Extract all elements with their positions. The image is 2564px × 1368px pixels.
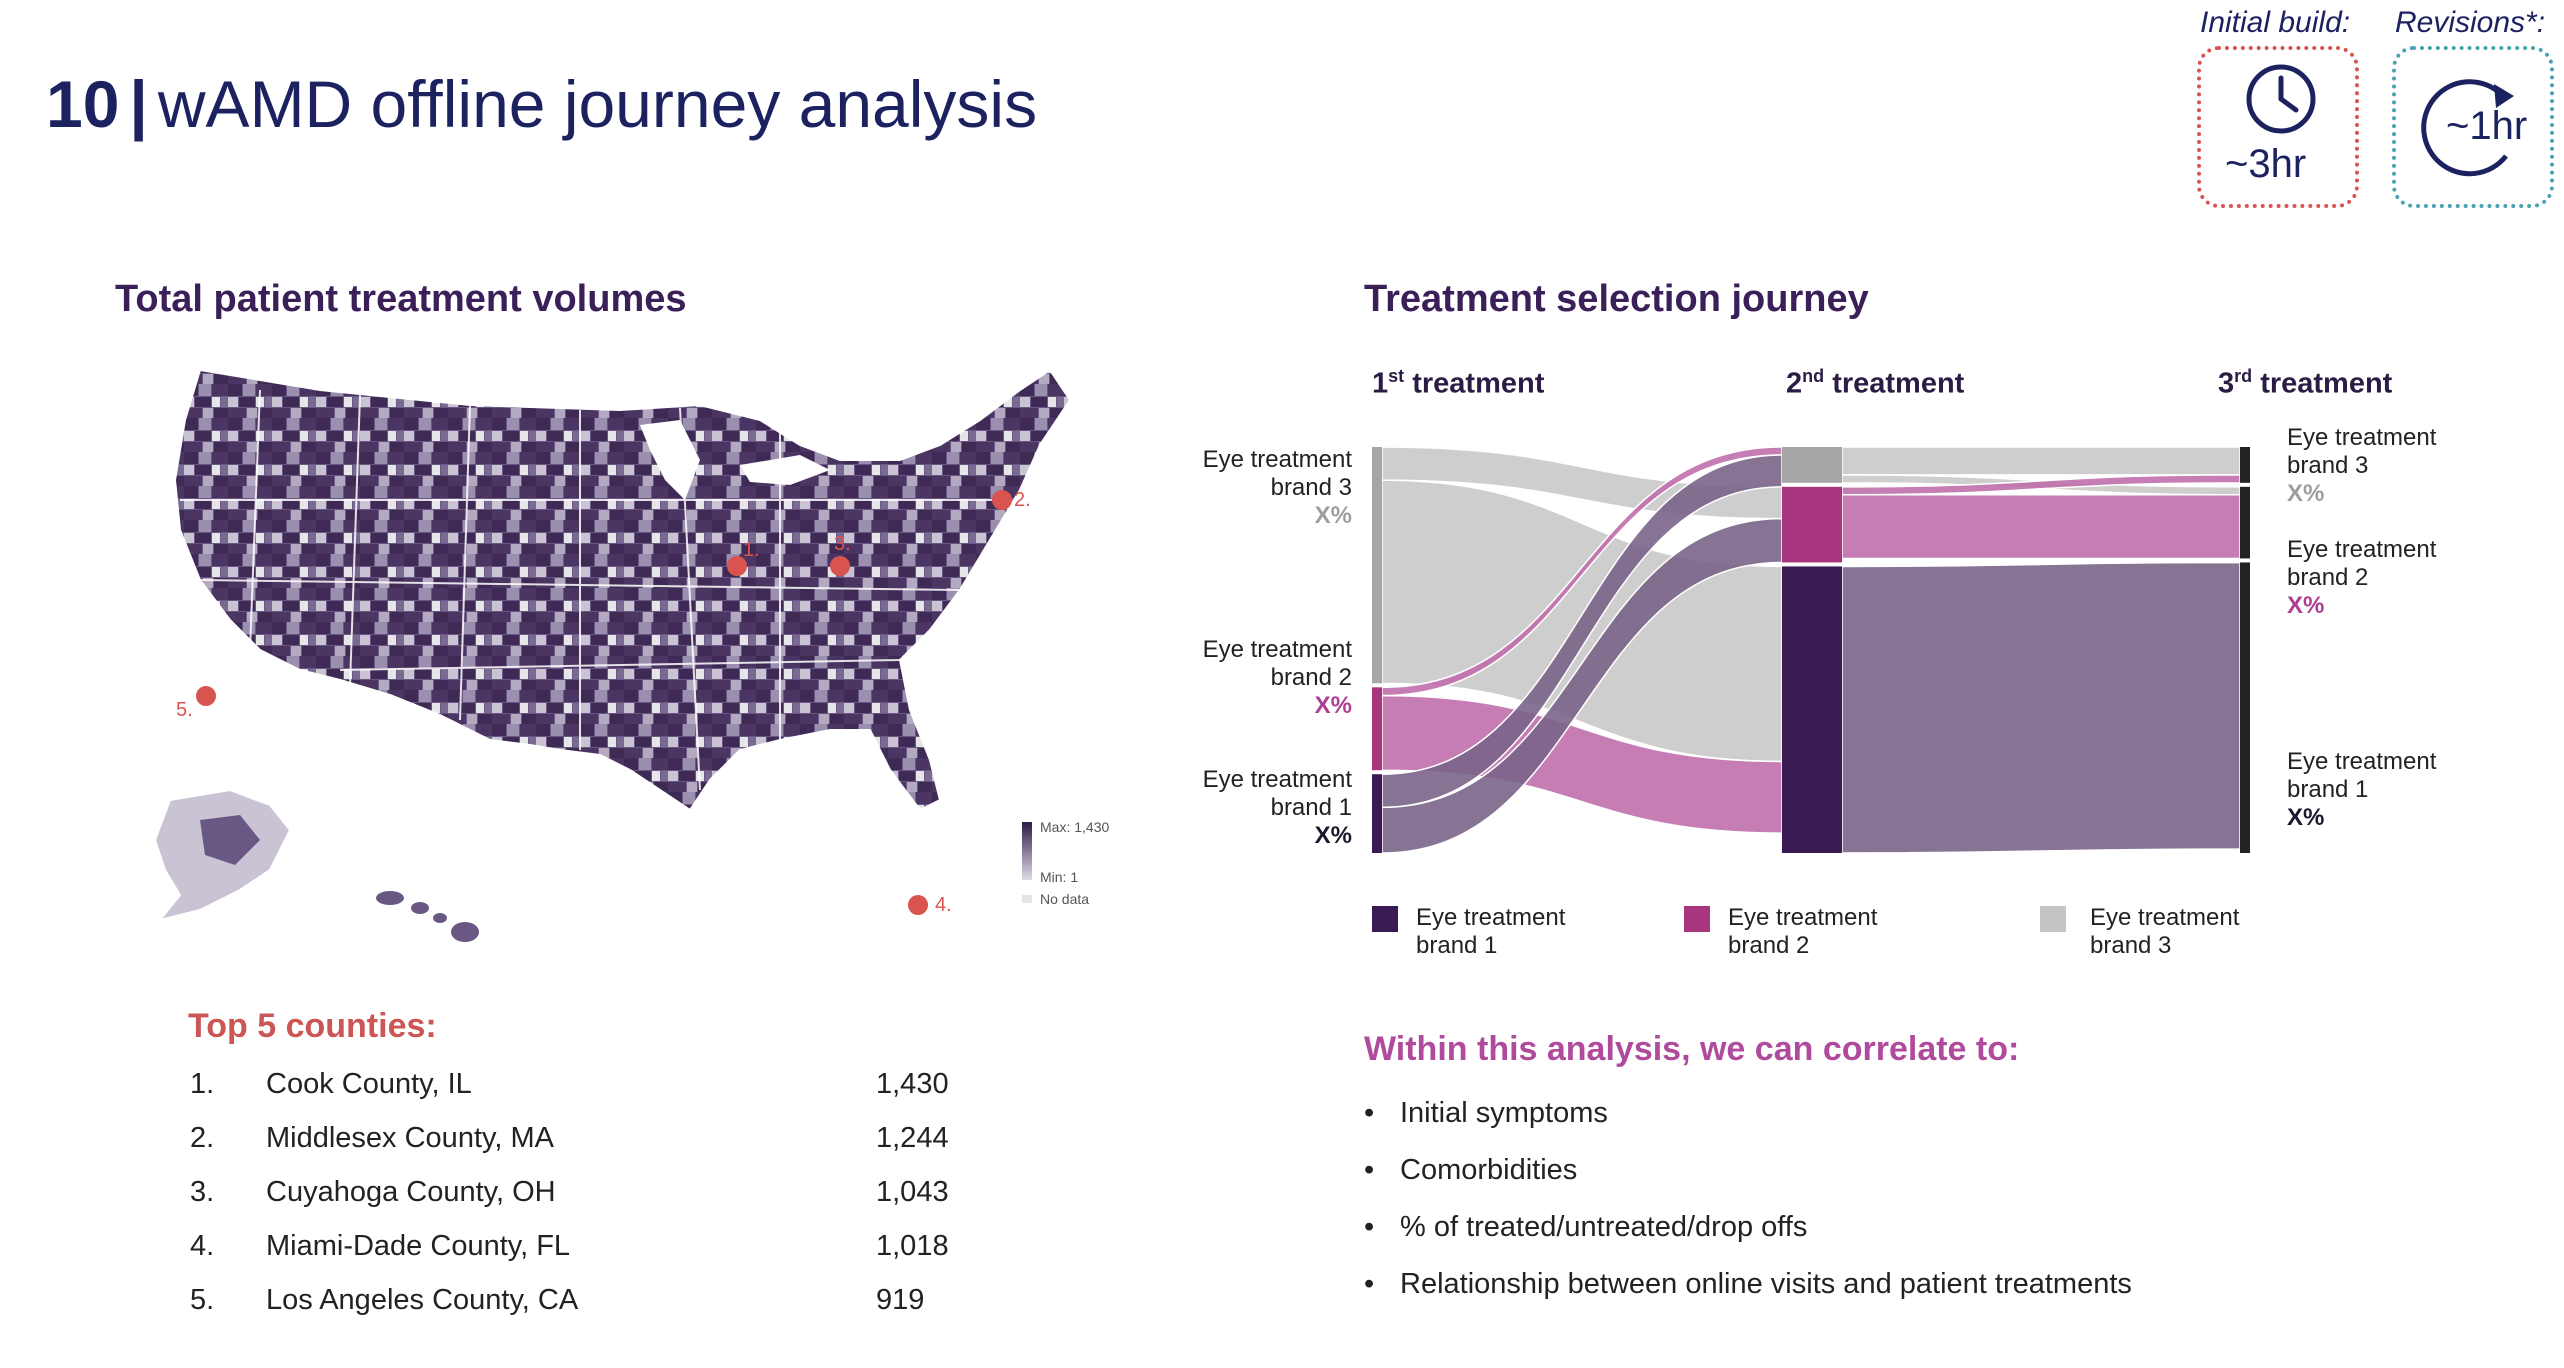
sankey-flow — [1381, 454, 1783, 809]
county-rank: 1. — [190, 1068, 215, 1100]
county-row: 3. Cuyahoga County, OH 1,043 — [190, 1176, 949, 1209]
sankey-node — [1372, 774, 1382, 853]
revisions-label: Revisions*: — [2395, 6, 2546, 39]
initial-build-badge: ~3hr — [2197, 46, 2359, 208]
county-rank: 3. — [190, 1176, 215, 1208]
county-name: Cuyahoga County, OH — [266, 1176, 556, 1208]
sankey-title: Treatment selection journey — [1364, 278, 1869, 320]
revisions-badge: ~1hr — [2392, 46, 2554, 208]
sankey-flow — [1841, 446, 2241, 476]
stage-label-1: 1st treatment — [1372, 366, 1545, 400]
correlate-item: •Comorbidities — [1364, 1154, 1578, 1186]
sankey-node — [2240, 562, 2250, 853]
legend-max: Max: 1,430 — [1040, 819, 1109, 835]
marker-miami-dade-county — [908, 895, 928, 915]
page-title: 10|wAMD offline journey analysis — [46, 66, 1037, 142]
county-name: Cook County, IL — [266, 1068, 472, 1100]
county-row: 2. Middlesex County, MA 1,244 — [190, 1122, 949, 1155]
sankey-node — [1782, 486, 1842, 563]
legend-nodata: No data — [1040, 891, 1089, 907]
legend-swatch-brand2 — [1684, 906, 1710, 932]
title-separator: | — [129, 67, 148, 141]
county-row: 5. Los Angeles County, CA 919 — [190, 1284, 924, 1317]
county-name: Miami-Dade County, FL — [266, 1230, 571, 1262]
sankey-node — [1782, 447, 1842, 483]
marker-label-3: 3. — [834, 533, 851, 555]
initial-build-label: Initial build: — [2200, 6, 2351, 39]
county-rank: 2. — [190, 1122, 215, 1154]
county-rank: 5. — [190, 1284, 215, 1316]
county-value: 1,043 — [876, 1176, 949, 1208]
county-value: 1,430 — [876, 1068, 949, 1100]
county-row: 4. Miami-Dade County, FL 1,018 — [190, 1230, 949, 1263]
map-title: Total patient treatment volumes — [115, 278, 687, 320]
stage-label-3: 3rd treatment — [2218, 366, 2393, 400]
sankey-node — [1372, 687, 1382, 771]
legend-swatch-brand1 — [1372, 906, 1398, 932]
county-value: 1,244 — [876, 1122, 949, 1154]
marker-middlesex-county — [992, 490, 1012, 510]
correlate-item: •Relationship between online visits and … — [1364, 1268, 2132, 1300]
marker-los-angeles-county — [196, 686, 216, 706]
initial-build-value: ~3hr — [2225, 142, 2307, 186]
sankey-flow — [1841, 561, 2241, 854]
correlate-item: •% of treated/untreated/drop offs — [1364, 1211, 1808, 1243]
marker-cuyahoga-county — [830, 556, 850, 576]
title-text: wAMD offline journey analysis — [157, 67, 1038, 141]
sankey-flow — [1841, 494, 2241, 560]
sankey-node — [2240, 447, 2250, 483]
legend-nodata-swatch — [1022, 895, 1032, 903]
marker-cook-county — [727, 556, 747, 576]
sankey-node — [1372, 447, 1382, 684]
legend-min: Min: 1 — [1040, 869, 1078, 885]
marker-label-2: 2. — [1014, 489, 1031, 511]
revisions-value: ~1hr — [2446, 104, 2528, 148]
slide-number: 10 — [46, 67, 120, 141]
county-name: Los Angeles County, CA — [266, 1284, 579, 1316]
us-county-map: 1. 2. 3. 4. 5. Max: 1,430 Min: 1 No data — [153, 368, 1109, 942]
county-row: 1. Cook County, IL 1,430 — [190, 1068, 949, 1101]
contiguous-us-shape — [173, 368, 1072, 812]
marker-label-4: 4. — [935, 894, 952, 916]
county-rank: 4. — [190, 1230, 215, 1262]
refresh-arrow-icon — [2421, 79, 2514, 177]
marker-label-1: 1. — [743, 539, 760, 561]
map-legend: Max: 1,430 Min: 1 No data — [1022, 819, 1109, 907]
county-value: 1,018 — [876, 1230, 949, 1262]
legend-color-bar — [1022, 822, 1032, 880]
legend-swatch-brand3 — [2040, 906, 2066, 932]
correlate-title: Within this analysis, we can correlate t… — [1364, 1030, 2020, 1068]
marker-label-5: 5. — [176, 699, 193, 721]
clock-icon — [2246, 64, 2316, 134]
correlate-item: •Initial symptoms — [1364, 1097, 1608, 1129]
county-name: Middlesex County, MA — [266, 1122, 554, 1154]
sankey-node — [2240, 486, 2250, 559]
sankey-node — [1782, 566, 1842, 853]
top5-title: Top 5 counties: — [188, 1007, 437, 1045]
county-markers: 1. 2. 3. 4. 5. — [176, 489, 1031, 916]
stage-label-2: 2nd treatment — [1786, 366, 1965, 400]
hawaii-shape — [376, 891, 479, 942]
county-value: 919 — [876, 1284, 925, 1316]
